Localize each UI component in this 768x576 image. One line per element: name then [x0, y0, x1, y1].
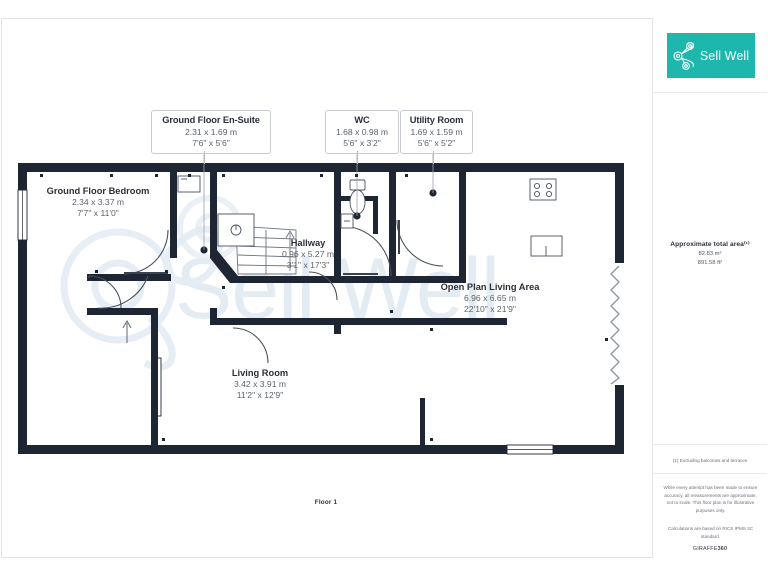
room-dimension-metric: 6.96 x 6.65 m: [463, 293, 517, 303]
direction-arrow: [122, 319, 132, 343]
sidebar-divider-2: [653, 444, 767, 445]
room-dimension-metric: 2.31 x 1.69 m: [184, 127, 238, 137]
room-dimension-metric: 2.34 x 3.37 m: [71, 197, 125, 207]
room-name: Hallway: [290, 238, 326, 248]
room-label-open-plan-living-area: Open Plan Living Area 6.96 x 6.65 m 22'1…: [410, 282, 570, 314]
page-frame: [1, 18, 767, 558]
ensuite-basin: [217, 213, 255, 247]
callout-leader-wc: [357, 151, 358, 164]
kitchen-sink-fixture: [530, 235, 563, 257]
wc-sink: [340, 213, 354, 229]
room-callout-ground-floor-en-suite: Ground Floor En-Suite 2.31 x 1.69 m 7'6"…: [151, 110, 271, 154]
sidebar-divider-1: [653, 92, 767, 93]
disclaimer-text: While every attempt has been made to ens…: [663, 485, 758, 513]
zigzag-feature: [610, 265, 620, 385]
window-bottom: [506, 444, 554, 455]
room-dimension-imperial: 5'6" x 5'2": [417, 138, 456, 148]
info-sidebar: Sell Well Approximate total area⁽¹⁾ 82.8…: [652, 18, 767, 558]
total-area-block: Approximate total area⁽¹⁾ 82.83 m² 891.5…: [653, 240, 767, 266]
room-dimension-metric: 1.69 x 1.59 m: [410, 127, 463, 137]
room-label-hallway: Hallway 0.96 x 5.27 m 3'1" x 17'3": [248, 238, 368, 270]
sidebar-divider-3: [653, 473, 767, 474]
room-name: Open Plan Living Area: [440, 282, 540, 292]
brand-logo: Sell Well: [667, 33, 755, 78]
callout-leader-en-suite: [204, 151, 205, 164]
room-name: Living Room: [231, 368, 289, 378]
interior-walls: [18, 172, 507, 454]
giraffe360-credit: GIRAFFE360: [653, 546, 767, 552]
room-dimension-imperial: 7'6" x 5'6": [192, 138, 230, 148]
floorplan-canvas: Sell Well: [0, 18, 652, 558]
room-dimension-metric: 3.42 x 3.91 m: [233, 379, 287, 389]
plan-geometry: [17, 146, 624, 455]
room-label-ground-floor-bedroom: Ground Floor Bedroom 2.34 x 3.37 m 7'7" …: [18, 186, 178, 218]
room-dimension-imperial: 5'6" x 3'2": [343, 138, 381, 148]
room-label-living-room: Living Room 3.42 x 3.91 m 11'2" x 12'9": [200, 368, 320, 400]
floor-label: Floor 1: [314, 499, 338, 506]
total-area-metric: 82.83 m²: [698, 251, 722, 257]
room-dimension-imperial: 22'10" x 21'9": [464, 304, 516, 314]
room-name: Ground Floor En-Suite: [162, 115, 260, 125]
callout-leader-utility: [433, 151, 434, 164]
room-dimension-imperial: 11'2" x 12'9": [236, 390, 284, 400]
room-callout-wc: WC 1.68 x 0.98 m 5'6" x 3'2": [325, 110, 399, 154]
area-footnote: (1) Excluding balconies and terraces: [672, 458, 748, 463]
hob-fixture: [529, 178, 557, 201]
brand-logo-text: Sell Well: [699, 48, 750, 63]
door-leaves: [88, 220, 400, 278]
room-dimension-imperial: 7'7" x 11'0": [77, 208, 119, 218]
calculation-standard-note: Calculations are based on RICS IPMS 3C s…: [667, 526, 754, 539]
giraffe-suffix: 360: [717, 546, 728, 552]
room-dimension-metric: 1.68 x 0.98 m: [335, 127, 389, 137]
window-left: [17, 189, 28, 241]
giraffe-prefix: GIRAFFE: [692, 546, 718, 552]
room-name: WC: [354, 115, 370, 125]
total-area-imperial: 891.58 ft²: [697, 260, 723, 266]
wall-ticks: [40, 174, 608, 441]
total-area-title: Approximate total area⁽¹⁾: [670, 241, 750, 248]
toilet-fixture: [349, 179, 366, 215]
room-callout-utility-room: Utility Room 1.69 x 1.59 m 5'6" x 5'2": [400, 110, 473, 154]
room-name: Ground Floor Bedroom: [46, 186, 150, 196]
room-dimension-metric: 0.96 x 5.27 m: [281, 249, 335, 259]
room-dimension-imperial: 3'1" x 17'3": [286, 260, 330, 270]
room-name: Utility Room: [409, 115, 464, 125]
walls: [18, 163, 624, 454]
sell-well-logo-icon: [673, 41, 694, 70]
ensuite-fixture: [177, 175, 201, 193]
